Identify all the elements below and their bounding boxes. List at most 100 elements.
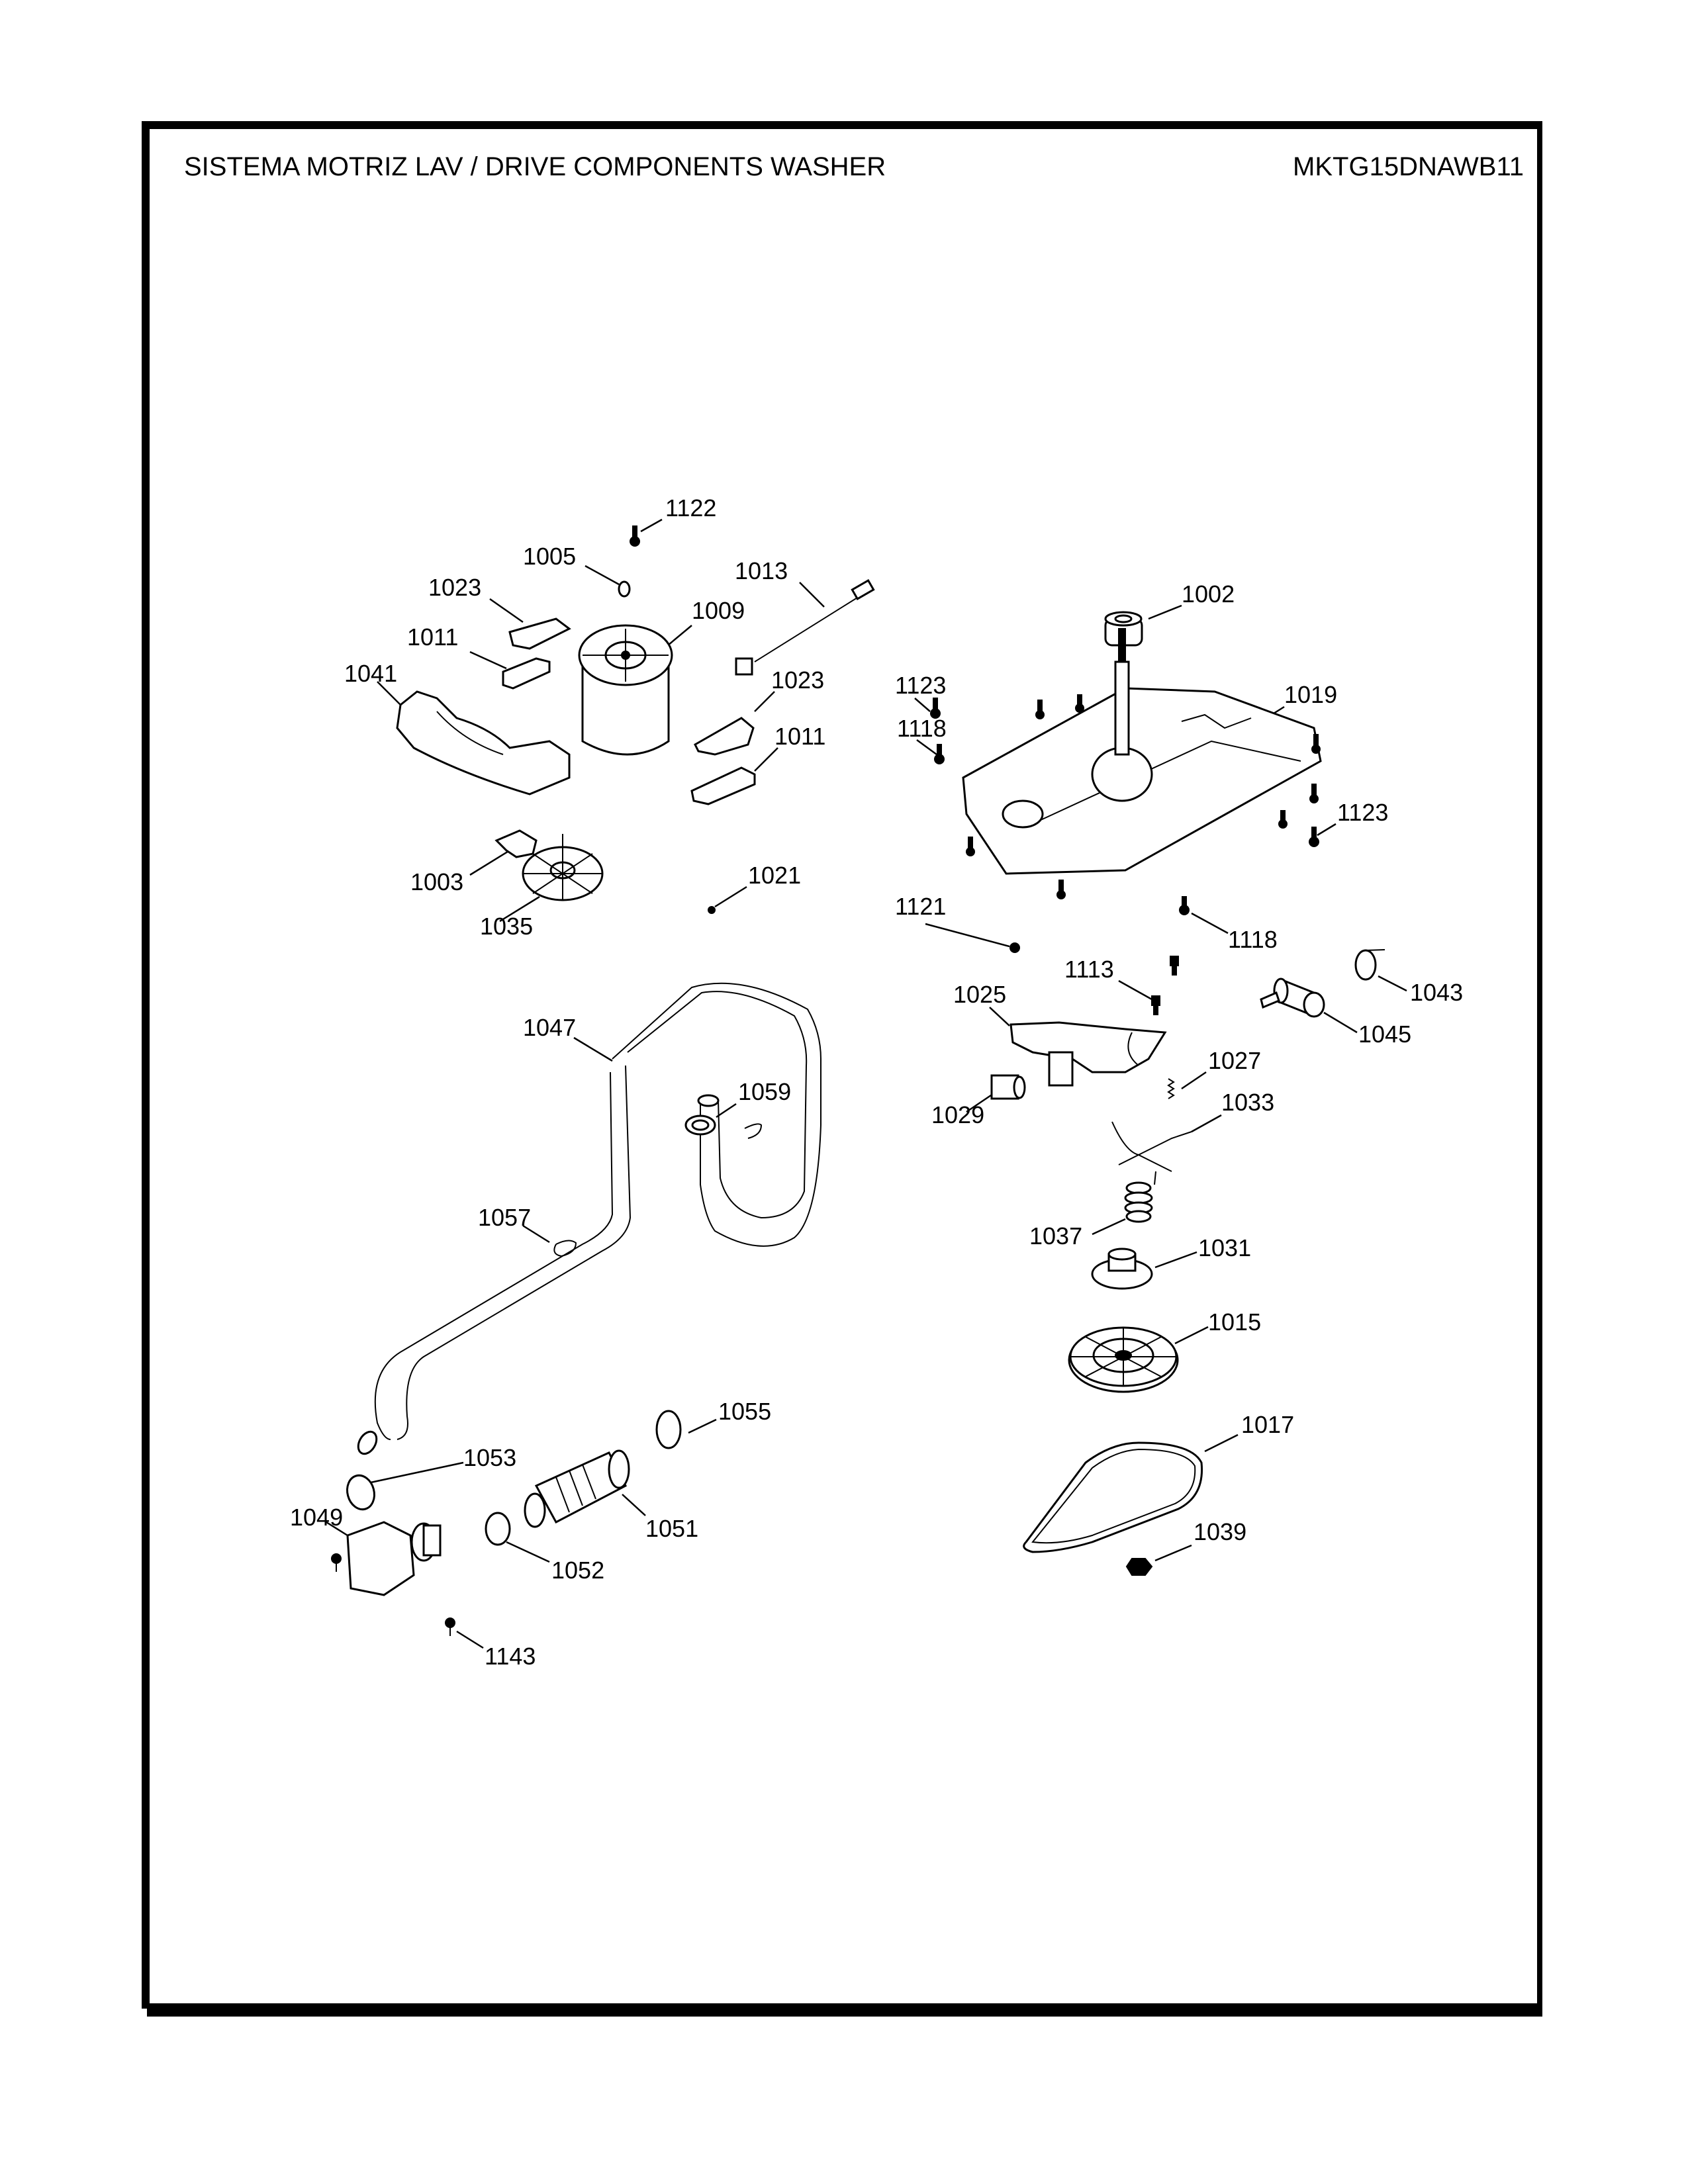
bracket-clip-icon: [494, 829, 538, 858]
leader-line: [489, 598, 524, 623]
fan-blade-icon: [522, 834, 604, 901]
callout-1013[interactable]: 1013: [735, 557, 875, 676]
callout-1037[interactable]: 1037: [1029, 1181, 1153, 1250]
callout-label: 1031: [1198, 1234, 1251, 1261]
callout-1143[interactable]: 1143: [445, 1617, 536, 1670]
callout-label: 1015: [1208, 1308, 1261, 1336]
shift-fork-icon: [1111, 1121, 1192, 1185]
callout-1003[interactable]: 1003: [410, 829, 538, 895]
callout-1005[interactable]: 1005: [523, 543, 631, 598]
callout-1049[interactable]: 1049: [290, 1504, 442, 1596]
motor-mount-pad-icon: [508, 617, 571, 650]
motor-mount-bracket-icon: [502, 657, 551, 690]
callout-1123-right[interactable]: 1123: [1309, 799, 1388, 847]
leader-line: [522, 1224, 550, 1244]
leader-line: [1154, 1544, 1192, 1562]
bolt-icon: [1151, 956, 1179, 1015]
callout-label: 1041: [344, 660, 397, 687]
callout-1025[interactable]: 1025: [953, 981, 1167, 1087]
callout-1021[interactable]: 1021: [708, 862, 801, 914]
screw-icon: [1075, 694, 1084, 713]
drain-pump-icon: [331, 1521, 442, 1596]
callout-1051[interactable]: 1051: [524, 1449, 698, 1542]
screw-icon: [1309, 827, 1319, 847]
leader-line: [1191, 912, 1229, 934]
callout-1023-lower[interactable]: 1023: [694, 666, 824, 756]
callout-1121[interactable]: 1121: [895, 893, 1020, 953]
coil-spring-icon: [1124, 1181, 1153, 1223]
callout-1031[interactable]: 1031: [1091, 1234, 1251, 1290]
leader-line: [622, 1494, 646, 1516]
callout-1033[interactable]: 1033: [1111, 1089, 1274, 1185]
clutch-actuator-bracket-icon: [1009, 1021, 1167, 1087]
callout-1047[interactable]: 1047: [355, 982, 821, 1457]
callout-label: 1055: [718, 1398, 771, 1425]
callout-label: 1023: [771, 666, 824, 694]
clip-icon: [618, 580, 631, 598]
callout-1052[interactable]: 1052: [485, 1512, 604, 1584]
page-frame: [142, 121, 1542, 2009]
callout-label: 1045: [1358, 1021, 1411, 1048]
callout-1039[interactable]: 1039: [1125, 1518, 1246, 1576]
leader-line: [754, 747, 778, 772]
callout-label: 1113: [1064, 956, 1114, 983]
hose-retainer-icon: [684, 1115, 716, 1136]
callout-1055[interactable]: 1055: [655, 1398, 771, 1449]
callout-1009[interactable]: 1009: [578, 597, 745, 756]
callout-1123-left[interactable]: 1123: [895, 672, 946, 719]
leader-line: [1191, 1114, 1222, 1133]
capacitor-strap-icon: [1354, 949, 1385, 981]
callout-1053[interactable]: 1053: [344, 1444, 516, 1512]
leader-line: [370, 1461, 464, 1484]
screw-icon: [1179, 896, 1190, 915]
leader-line: [326, 1521, 348, 1537]
callout-1029[interactable]: 1029: [931, 1074, 1026, 1128]
callout-1027[interactable]: 1027: [1167, 1047, 1261, 1099]
callout-1045[interactable]: 1045: [1260, 978, 1411, 1048]
callout-1059[interactable]: 1059: [684, 1078, 791, 1139]
callout-label: 1025: [953, 981, 1006, 1008]
leader-line: [469, 849, 510, 876]
capacitor-icon: [1260, 978, 1325, 1018]
pump-hose-icon: [524, 1449, 630, 1528]
callout-label: 1043: [1410, 979, 1463, 1006]
callout-label: 1011: [774, 723, 825, 750]
pulley-icon: [1068, 1326, 1179, 1393]
actuator-motor-icon: [990, 1074, 1026, 1100]
callout-1035[interactable]: 1035: [480, 834, 604, 940]
leader-line: [799, 582, 825, 608]
callout-1011-lower[interactable]: 1011: [690, 723, 825, 805]
leader-line: [585, 565, 620, 586]
callout-1122[interactable]: 1122: [630, 494, 716, 547]
callout-1118-left[interactable]: 1118: [897, 715, 947, 764]
leader-line: [916, 739, 937, 756]
hose-clamp-icon: [485, 1512, 511, 1546]
leader-line: [456, 1630, 484, 1649]
callout-label: 1123: [1337, 799, 1388, 826]
callout-label: 1057: [478, 1204, 531, 1231]
leader-line: [1204, 1433, 1239, 1453]
callout-label: 1027: [1208, 1047, 1261, 1074]
transmission-plate-icon: [962, 628, 1322, 875]
leader-line: [925, 923, 1010, 948]
callout-1011-upper[interactable]: 1011: [407, 623, 551, 690]
screw-icon: [930, 698, 941, 719]
callout-label: 1051: [645, 1515, 698, 1542]
callout-label: 1121: [895, 893, 946, 920]
callout-label: 1019: [1284, 681, 1337, 708]
callout-1041[interactable]: 1041: [344, 660, 571, 796]
drain-hose-icon: [357, 982, 821, 1455]
callout-1015[interactable]: 1015: [1068, 1308, 1261, 1393]
hose-clip-icon: [553, 1240, 577, 1257]
callout-1017[interactable]: 1017: [1023, 1411, 1294, 1553]
callout-1057[interactable]: 1057: [478, 1204, 577, 1257]
callout-1043[interactable]: 1043: [1354, 949, 1463, 1006]
motor-mount-bracket-icon: [690, 766, 756, 805]
callout-1019[interactable]: 1019: [962, 628, 1337, 899]
belt-icon: [1023, 1441, 1203, 1553]
leader-line: [573, 1036, 613, 1062]
callout-1023-upper[interactable]: 1023: [428, 574, 571, 650]
callout-1118-right[interactable]: 1118: [1179, 896, 1278, 953]
callout-1113[interactable]: 1113: [1064, 956, 1179, 1015]
